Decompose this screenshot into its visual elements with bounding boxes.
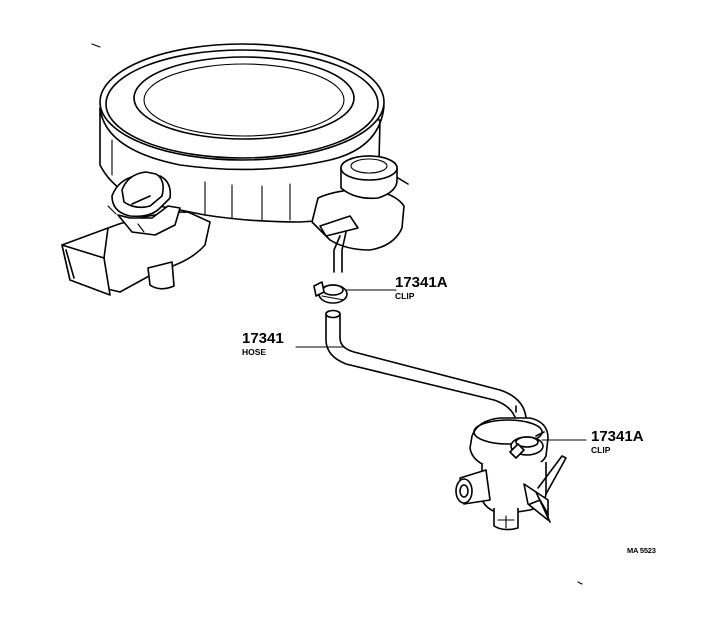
diagram-code: MA 5523 xyxy=(627,546,656,555)
part-name-hose: HOSE xyxy=(242,347,266,357)
part-number-hose: 17341 xyxy=(242,330,284,347)
stray-mark xyxy=(577,581,583,585)
clip-bottom-shape xyxy=(509,431,545,459)
part-name-clip-bottom: CLIP xyxy=(591,445,611,455)
part-number-clip-bottom: 17341A xyxy=(591,428,644,445)
part-number-clip-top: 17341A xyxy=(395,274,448,291)
vacuum-valve-assembly xyxy=(455,405,567,531)
air-cleaner-assembly xyxy=(61,43,409,296)
stray-mark xyxy=(91,43,101,48)
clip-top-shape xyxy=(313,281,348,304)
part-name-clip-top: CLIP xyxy=(395,291,415,301)
